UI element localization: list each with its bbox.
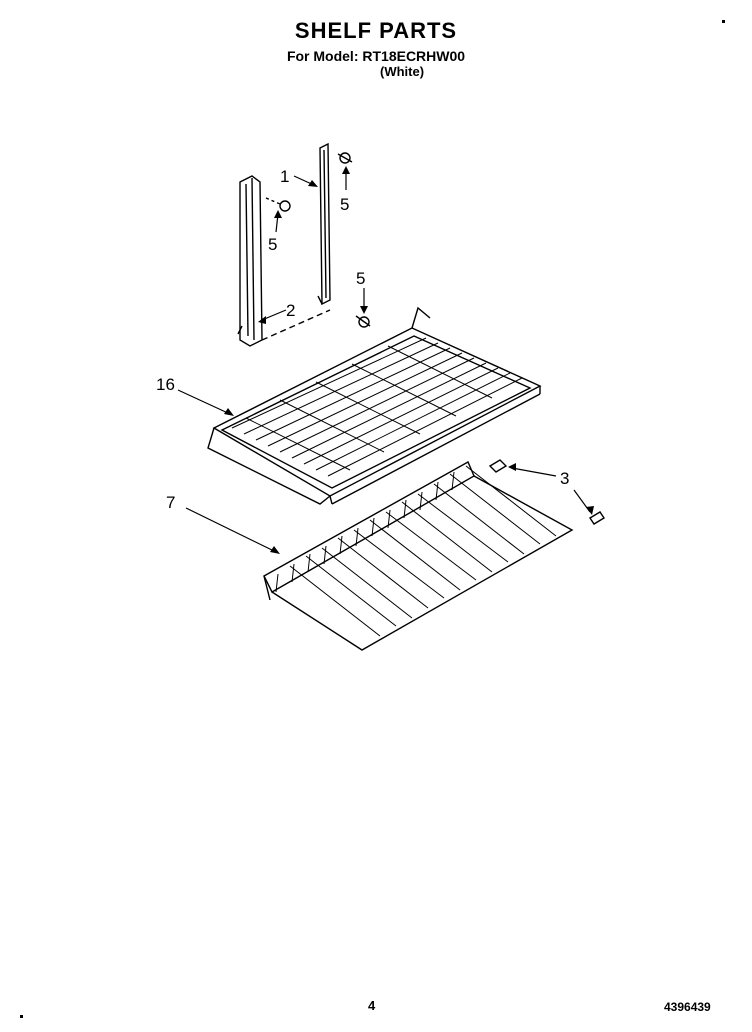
clip-upper — [488, 459, 508, 473]
wire-basket — [263, 461, 574, 651]
screw-lower — [355, 315, 371, 328]
screw-upper-left — [265, 197, 291, 212]
corner-mark-bottom — [20, 1015, 23, 1018]
callout-1: 1 — [280, 167, 289, 186]
clip-lower — [589, 511, 605, 525]
model-line: For Model: RT18ECRHW00 — [286, 48, 466, 64]
corner-mark-top — [722, 20, 725, 23]
callout-7: 7 — [166, 493, 175, 512]
leader-lines — [177, 170, 591, 553]
basket-wires — [275, 465, 557, 637]
shelf-support-rear — [317, 142, 331, 306]
shelf-support-front — [237, 175, 263, 347]
callout-16: 16 — [156, 375, 175, 394]
page-title: SHELF PARTS — [294, 18, 458, 43]
document-number: 4396439 — [664, 1000, 711, 1014]
arrowheads — [224, 166, 594, 554]
alignment-line — [261, 309, 331, 341]
callout-5-lower: 5 — [356, 269, 365, 288]
screw-upper-right — [337, 152, 353, 164]
callout-5-upper-left: 5 — [268, 235, 277, 254]
callout-2: 2 — [286, 301, 295, 320]
shelf-wires — [231, 337, 523, 477]
shelf-assembly — [207, 306, 542, 505]
color-line: (White) — [380, 64, 425, 79]
callout-3: 3 — [560, 469, 569, 488]
page-number: 4 — [368, 998, 376, 1013]
callout-5-upper-right: 5 — [340, 195, 349, 214]
